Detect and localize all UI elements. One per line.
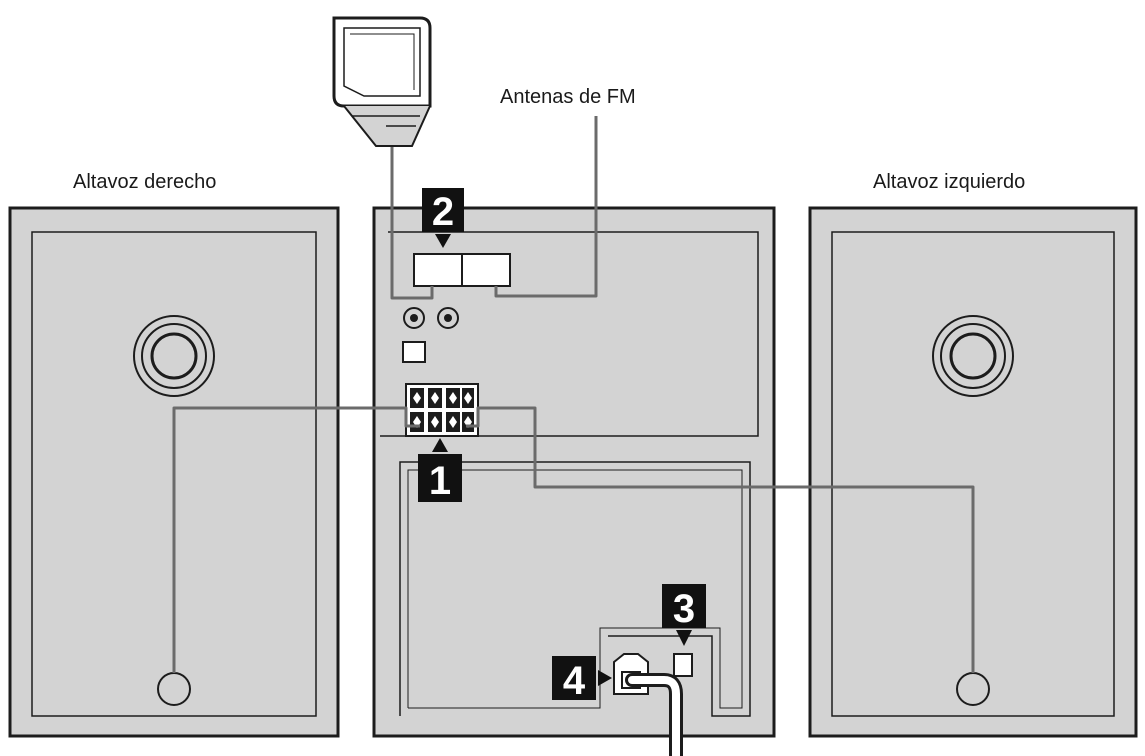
marker-1-number: 1 bbox=[429, 459, 451, 503]
marker-3-number: 3 bbox=[673, 587, 695, 631]
marker-2-number: 2 bbox=[432, 190, 454, 234]
marker-3-arrow bbox=[676, 630, 692, 646]
left-speaker-woofer bbox=[932, 315, 1014, 397]
right-speaker-label: Altavoz derecho bbox=[73, 171, 216, 193]
lower-panel-outline bbox=[399, 461, 751, 717]
am-loop-antenna bbox=[332, 16, 432, 147]
marker-4-number: 4 bbox=[563, 659, 586, 703]
right-speaker-port bbox=[157, 672, 191, 706]
speaker-terminals bbox=[405, 383, 479, 437]
fm-antennas-label: Antenas de FM bbox=[500, 86, 636, 108]
antenna-terminals bbox=[413, 253, 511, 287]
rca-jack-left bbox=[403, 307, 425, 329]
right-speaker-cable bbox=[172, 406, 420, 673]
marker-2-arrow bbox=[435, 234, 451, 248]
left-speaker-label: Altavoz izquierdo bbox=[873, 171, 1025, 193]
marker-1: 1 bbox=[418, 438, 462, 503]
rca-jack-right bbox=[437, 307, 459, 329]
marker-4-arrow bbox=[598, 670, 612, 686]
marker-2: 2 bbox=[422, 188, 464, 248]
power-cord bbox=[625, 673, 683, 756]
marker-4: 4 bbox=[552, 656, 612, 703]
marker-3: 3 bbox=[662, 584, 706, 646]
right-speaker-woofer bbox=[133, 315, 215, 397]
small-switch bbox=[402, 341, 426, 363]
left-speaker-cable bbox=[466, 406, 975, 673]
am-antenna-cable bbox=[390, 146, 434, 300]
cables bbox=[172, 116, 975, 673]
left-speaker-port bbox=[956, 672, 990, 706]
voltage-selector bbox=[673, 653, 693, 677]
fm-antenna-cable bbox=[494, 116, 598, 298]
marker-1-arrow bbox=[432, 438, 448, 452]
upper-panel-outline bbox=[380, 231, 759, 437]
